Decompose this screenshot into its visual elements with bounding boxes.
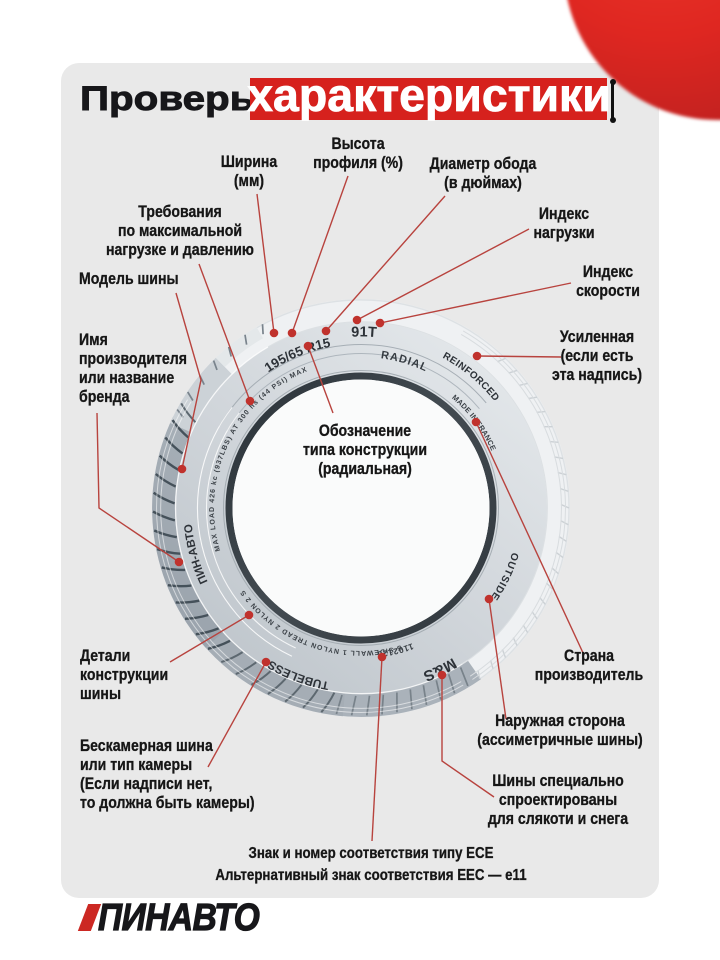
svg-text:91T: 91T xyxy=(351,324,377,341)
